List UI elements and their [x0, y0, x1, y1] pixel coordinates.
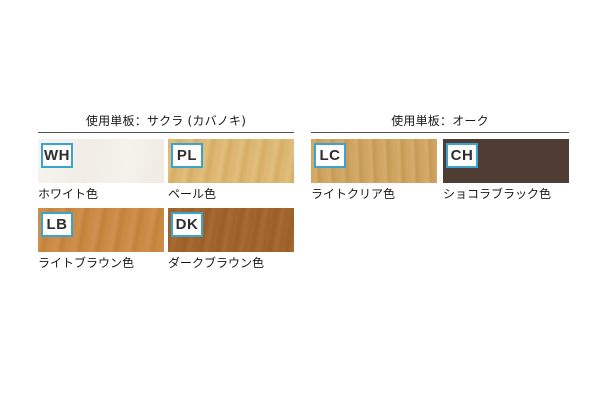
swatch-ch-label: ショコラブラック色 [443, 187, 552, 201]
swatch-dk-code: DK [171, 212, 203, 237]
swatch-lb-code: LB [41, 212, 73, 237]
sakura-group-title: 使用単板：サクラ (カバノキ) [85, 114, 247, 128]
sakura-group-rule [38, 132, 294, 133]
swatch-lc-code: LC [314, 143, 346, 168]
swatch-pl-code: PL [171, 143, 203, 168]
swatch-lb-label: ライトブラウン色 [38, 256, 135, 270]
swatch-lc-label: ライトクリア色 [311, 187, 396, 201]
swatch-ch-code: CH [446, 143, 478, 168]
oak-group-rule [311, 132, 569, 133]
swatch-wh-code: WH [41, 143, 73, 168]
swatch-pl-label: ペール色 [168, 187, 217, 201]
swatch-dk-label: ダークブラウン色 [168, 256, 265, 270]
swatch-wh-label: ホワイト色 [38, 187, 99, 201]
oak-group-title: 使用単板：オーク [391, 114, 489, 128]
